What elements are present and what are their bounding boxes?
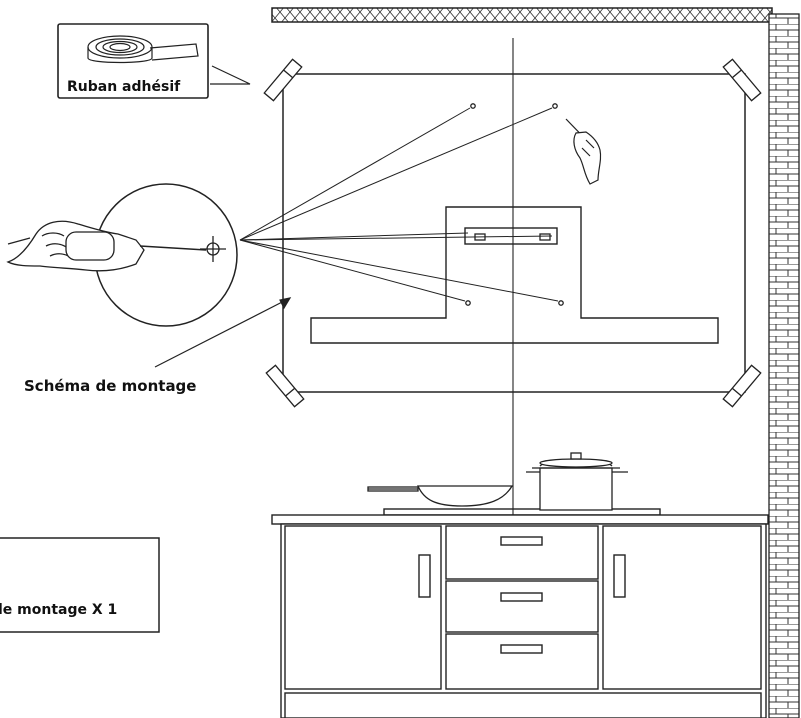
template-sheet: [263, 58, 762, 408]
tape-strip-top-left: [263, 58, 303, 102]
hand-drill-icon: [6, 220, 207, 272]
ceiling: [271, 7, 773, 23]
part-count-box: [0, 537, 160, 633]
brick-wall: [768, 13, 800, 718]
hand-pencil-icon: [565, 118, 602, 185]
cooking-pot-icon: [526, 452, 628, 511]
tape-strip-top-right: [722, 58, 762, 102]
template-label: Schéma de montage: [24, 377, 196, 395]
template-arrow: [154, 297, 292, 368]
guide-lines: [239, 107, 559, 302]
frying-pan-icon: [367, 485, 514, 507]
hood-outline: [310, 206, 719, 344]
cooktop: [383, 508, 661, 516]
tape-label: Ruban adhésif: [67, 79, 181, 95]
drill-marks: [465, 103, 564, 306]
tape-roll-icon: [87, 35, 199, 64]
tape-strip-bottom-right: [722, 364, 762, 408]
tape-strip-bottom-left: [265, 364, 305, 408]
kitchen-cabinet: [271, 514, 769, 718]
tape-callout-box: [57, 23, 209, 99]
tape-callout-arrow: [210, 65, 251, 85]
part-count-label: le montage X 1: [0, 602, 117, 618]
